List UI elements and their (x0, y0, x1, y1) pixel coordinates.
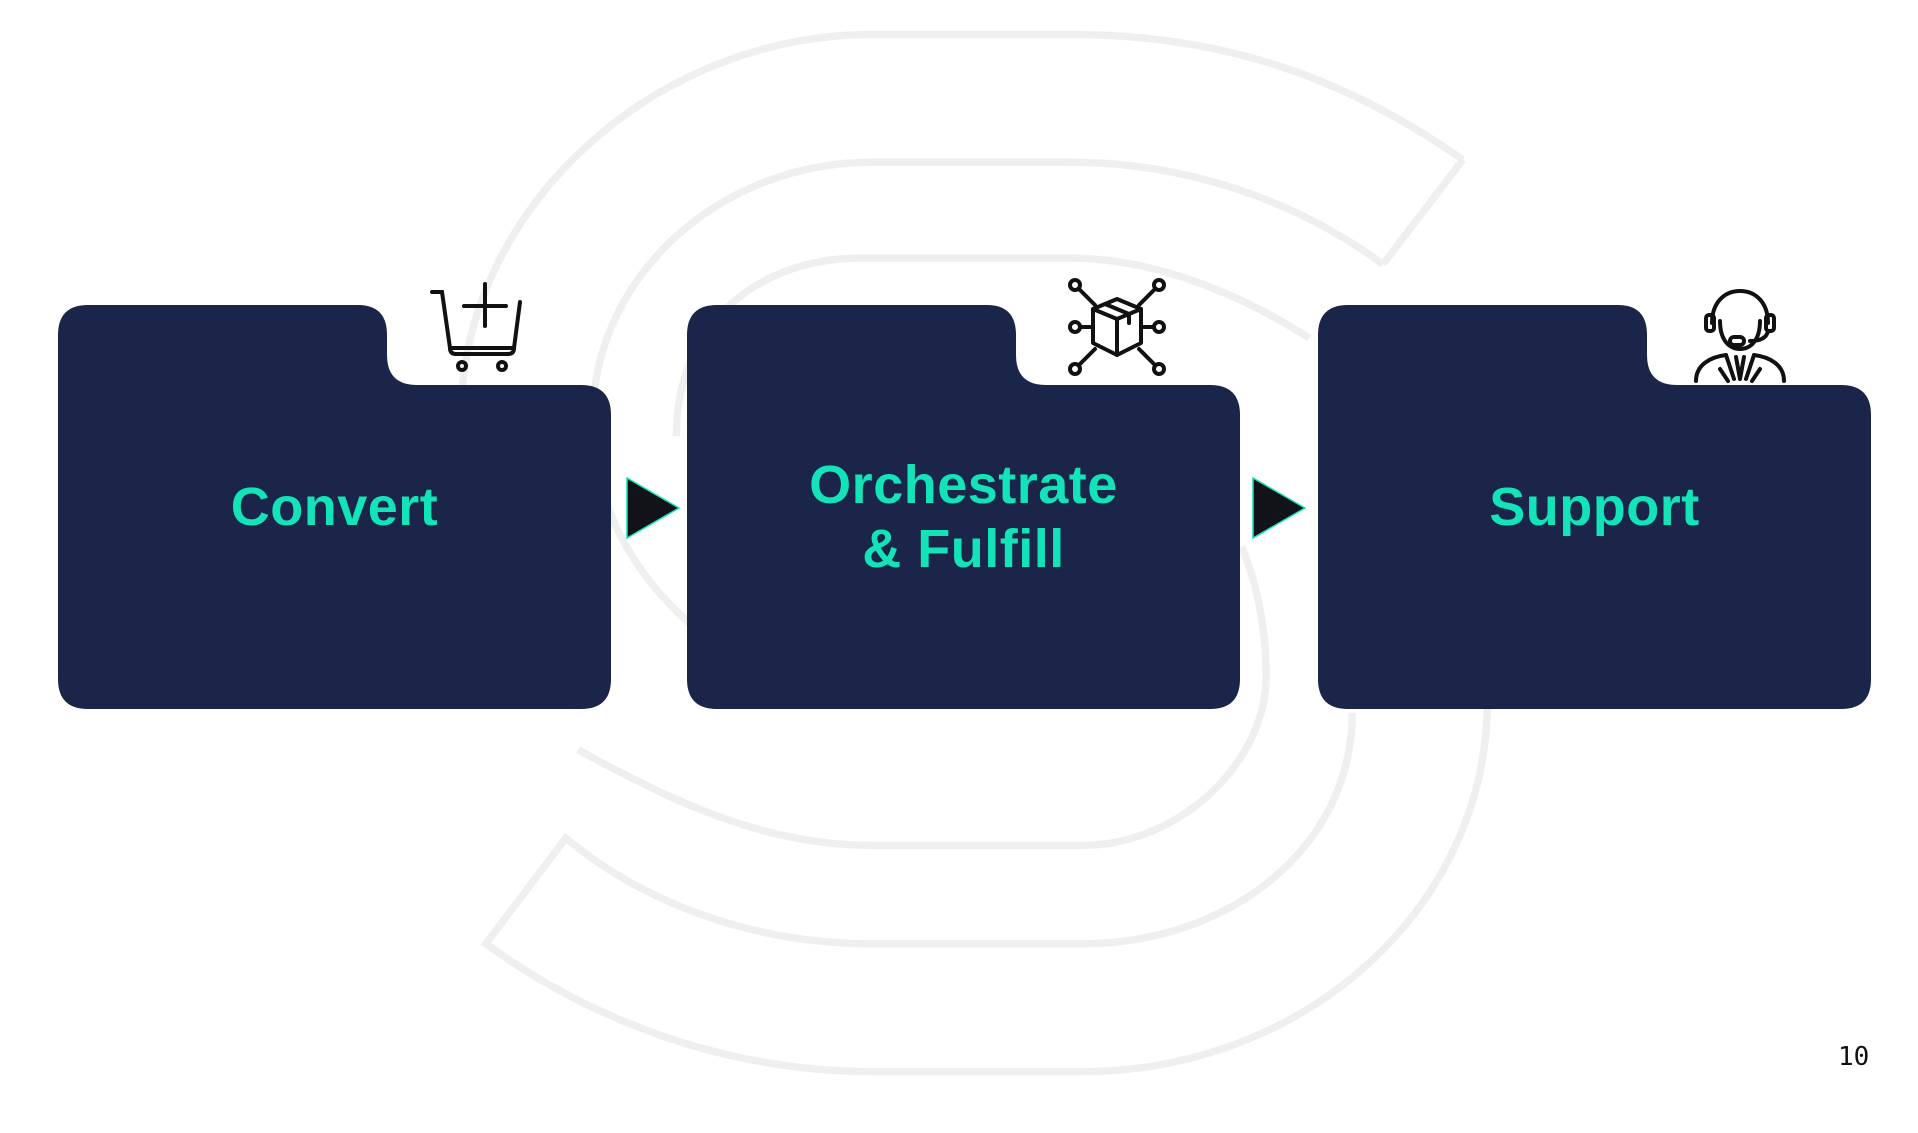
step-card-convert: Convert (58, 282, 611, 709)
step-card-orchestrate-fulfill: Orchestrate & Fulfill (687, 278, 1240, 709)
step-card-support: Support (1318, 289, 1871, 709)
step-title-line: & Fulfill (862, 519, 1065, 579)
step-title-line: Support (1489, 477, 1700, 537)
arrow-right-icon (1252, 477, 1306, 539)
step-title: Convert (58, 385, 611, 629)
step-title-line: Convert (230, 477, 439, 537)
cart-add-icon (430, 282, 522, 372)
folder-shape (1318, 305, 1871, 709)
folder-shape (687, 305, 1240, 709)
support-agent-icon (1694, 289, 1786, 383)
arrow-right-icon (626, 477, 680, 539)
step-title: Support (1318, 385, 1871, 629)
step-title: Orchestrate & Fulfill (687, 385, 1240, 581)
package-network-icon (1068, 278, 1166, 376)
step-title-line: Orchestrate (809, 455, 1118, 515)
page-number: 10 (1838, 1042, 1870, 1072)
folder-shape (58, 305, 611, 709)
